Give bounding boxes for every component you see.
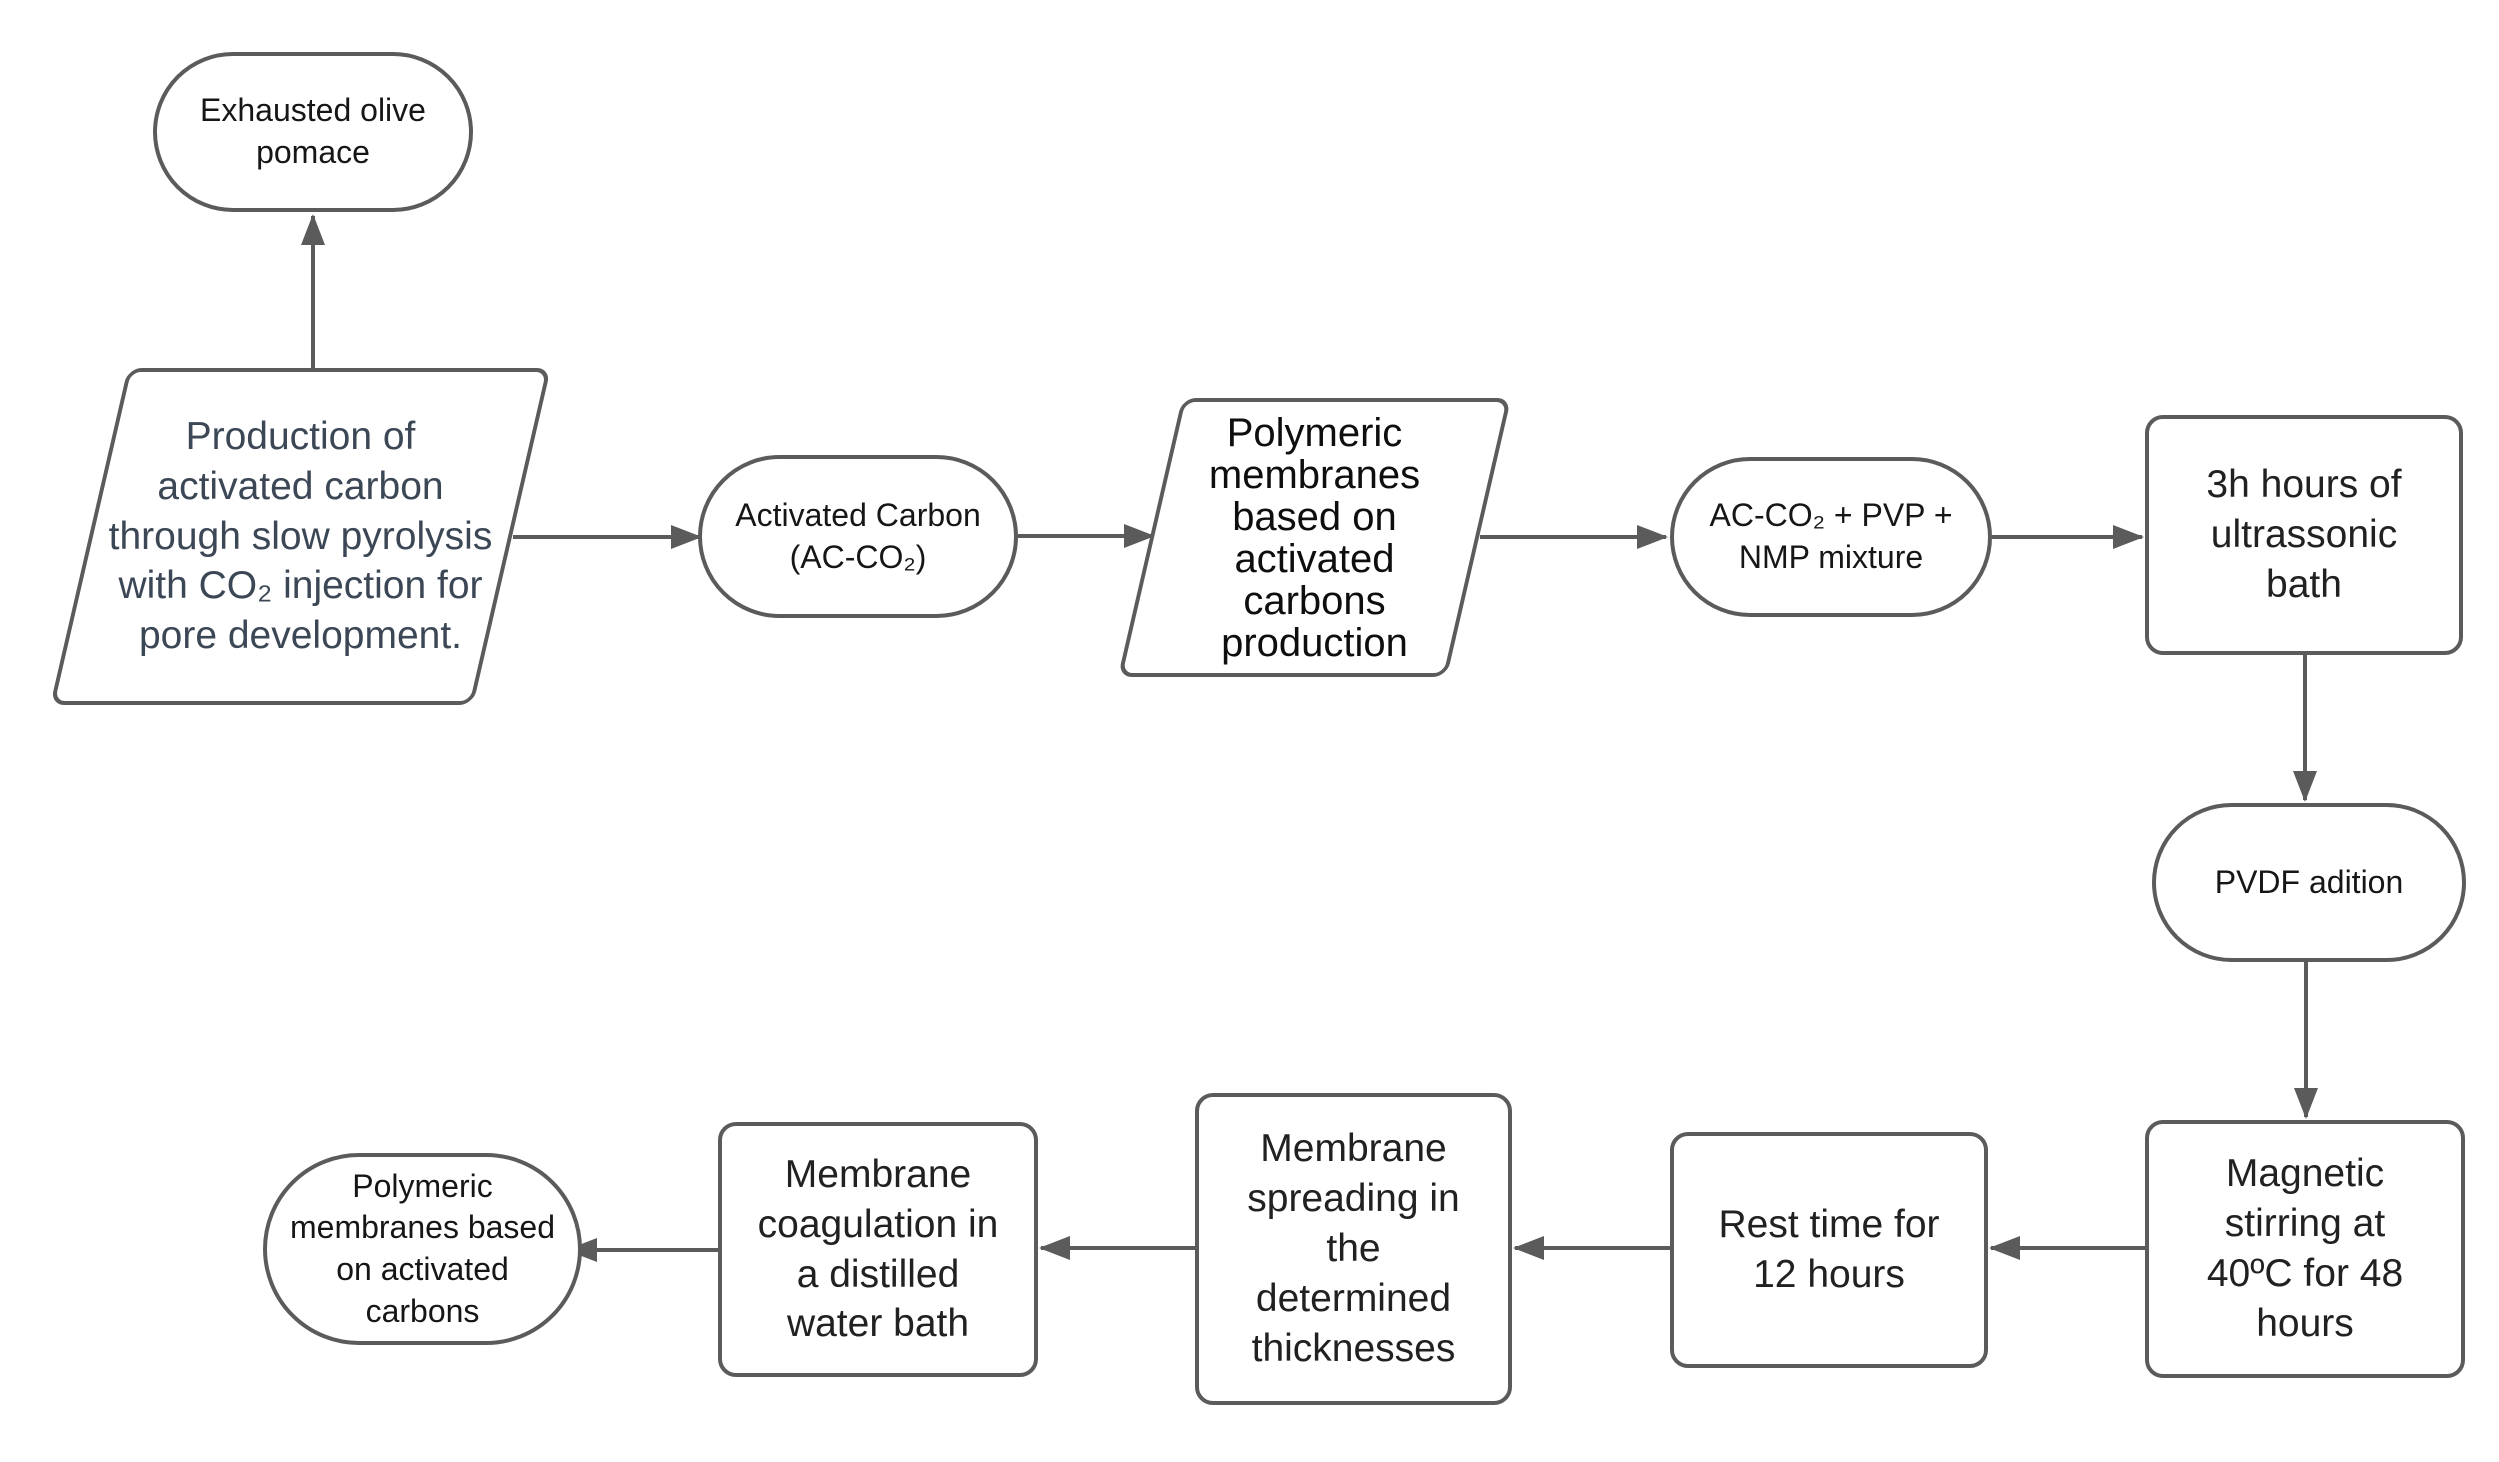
node-polymeric-membranes-final: Polymeric membranes based on activated c… <box>263 1153 582 1345</box>
node-exhausted-olive-pomace-label: Exhausted olive pomace <box>200 92 426 170</box>
node-polymeric-membranes-production: Polymeric membranes based on activated c… <box>1117 398 1512 677</box>
node-pvdf-addition-label: PVDF adition <box>2214 863 2404 900</box>
node-production-activated-carbon-content: Production of activated carbon through s… <box>93 372 508 701</box>
node-rest-time: Rest time for 12 hours <box>1670 1132 1988 1368</box>
node-membrane-coagulation-label: Membrane coagulation in a distilled wate… <box>757 1152 999 1346</box>
node-magnetic-stirring: Magnetic stirring at 40ºC for 48 hours <box>2145 1120 2465 1378</box>
node-polymeric-membranes-production-content: Polymeric membranes based on activated c… <box>1154 402 1475 673</box>
node-production-activated-carbon: Production of activated carbon through s… <box>50 368 551 705</box>
node-ac-pvp-nmp-mixture-label: AC-CO₂ + PVP + NMP mixture <box>1709 497 1953 575</box>
node-membrane-spreading-label: Membrane spreading in the determined thi… <box>1247 1127 1460 1370</box>
node-ultrasonic-bath: 3h hours of ultrassonic bath <box>2145 415 2463 655</box>
node-activated-carbon-label: Activated Carbon (AC-CO₂) <box>735 496 981 575</box>
node-membrane-coagulation: Membrane coagulation in a distilled wate… <box>718 1122 1038 1377</box>
node-membrane-spreading: Membrane spreading in the determined thi… <box>1195 1093 1512 1405</box>
node-polymeric-membranes-final-label: Polymeric membranes based on activated c… <box>289 1167 556 1329</box>
node-ac-pvp-nmp-mixture: AC-CO₂ + PVP + NMP mixture <box>1670 457 1992 617</box>
node-pvdf-addition: PVDF adition <box>2152 803 2466 962</box>
node-magnetic-stirring-label: Magnetic stirring at 40ºC for 48 hours <box>2206 1152 2404 1345</box>
node-ultrasonic-bath-label: 3h hours of ultrassonic bath <box>2206 463 2402 606</box>
node-activated-carbon: Activated Carbon (AC-CO₂) <box>698 455 1018 618</box>
node-production-activated-carbon-label: Production of activated carbon through s… <box>108 414 493 658</box>
node-exhausted-olive-pomace: Exhausted olive pomace <box>153 52 473 212</box>
node-polymeric-membranes-production-label: Polymeric membranes based on activated c… <box>1208 410 1421 665</box>
node-rest-time-label: Rest time for 12 hours <box>1718 1203 1940 1296</box>
